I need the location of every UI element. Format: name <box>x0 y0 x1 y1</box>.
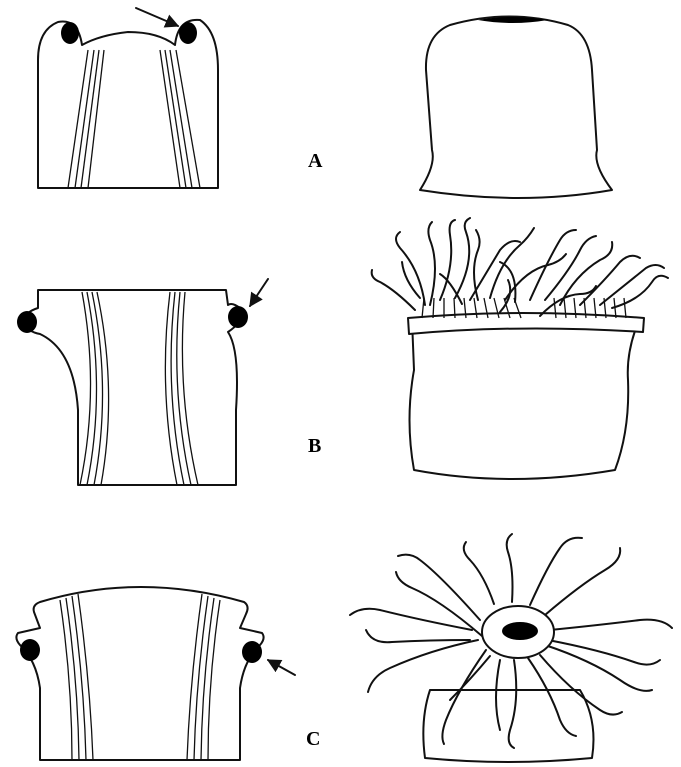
arrow-a <box>136 8 178 26</box>
sphincter-muscle-b-left <box>17 311 37 333</box>
label-b: B <box>308 435 321 457</box>
section-a-sectioned-polyp <box>38 8 218 188</box>
section-b-sectioned-polyp <box>17 279 268 485</box>
sphincter-muscle-b-right <box>228 306 248 328</box>
sphincter-muscle-c-right <box>242 641 262 663</box>
sphincter-muscle-a-left <box>61 22 79 44</box>
label-a: A <box>308 150 323 172</box>
section-a-contracted-polyp <box>420 17 612 199</box>
sphincter-muscle-c-left <box>20 639 40 661</box>
mouth-opening-c <box>502 622 538 640</box>
label-c: C <box>306 728 320 750</box>
tentacles-b <box>372 218 668 316</box>
column-c <box>423 690 593 762</box>
arrow-c <box>268 660 295 675</box>
section-c-sectioned-polyp <box>16 587 295 760</box>
section-b-expanded-polyp <box>372 218 668 479</box>
arrow-b <box>250 279 268 306</box>
section-c-expanded-polyp <box>350 534 672 762</box>
sphincter-muscle-a-right <box>179 22 197 44</box>
